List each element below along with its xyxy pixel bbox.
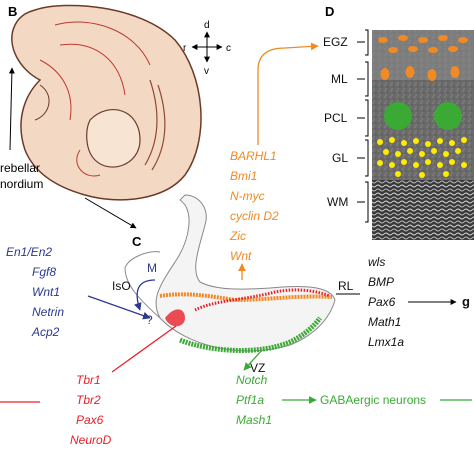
embryo-illustration [11,4,202,201]
orange-gene-cyclind2: cyclin D2 [230,209,279,223]
label-question: ? [146,313,153,327]
label-rl: RL [338,279,354,293]
rl-gene-pax6: Pax6 [368,295,396,309]
histology-section [372,30,474,240]
green-gene-mash1: Mash1 [236,413,272,427]
blue-gene-acp2: Acp2 [31,325,60,339]
ventral-label: v [204,66,209,77]
layer-brackets [357,29,369,223]
blue-gene-fgf8: Fgf8 [32,265,56,279]
rl-gene-wls: wls [368,255,385,269]
blue-gene-en1en2: En1/En2 [6,245,52,259]
caudal-label: c [226,43,231,54]
label-iso: IsO [112,279,131,293]
layer-pcl: PCL [324,111,348,125]
layer-egz: EGZ [323,35,348,49]
orange-gene-bmi1: Bmi1 [230,169,257,183]
layer-ml: ML [331,72,348,86]
green-gene-notch: Notch [236,373,268,387]
blue-gene-arrow [87,295,151,320]
red-gene-tbr1: Tbr1 [76,373,101,387]
rl-gene-math1: Math1 [368,315,401,329]
green-gene-ptf1a: Ptf1a [236,393,264,407]
rostral-label: r [183,43,187,54]
orange-gene-nmyc: N-myc [230,189,265,203]
red-gene-arrow [111,325,177,373]
green-gene-arrow [243,349,263,371]
rl-gene-lmx1a: Lmx1a [368,335,404,349]
panel-c-label: C [132,234,142,249]
panel-d-label: D [325,4,334,19]
red-gene-neurod: NeuroD [70,433,112,447]
rl-gene-bmp: BMP [368,275,394,289]
label-vz: VZ [250,361,265,375]
gaba-label: GABAergic neurons [320,393,426,407]
rl-target-label: g [462,294,470,309]
dorsal-label: d [204,20,210,31]
red-gene-tbr2: Tbr2 [76,393,101,407]
blue-gene-netrin: Netrin [32,305,64,319]
orange-gene-barhl1: BARHL1 [230,149,277,163]
cerebellar-schematic [124,194,336,353]
orientation-cross [191,31,223,63]
orange-gene-wnt: Wnt [230,249,252,263]
red-gene-pax6: Pax6 [76,413,104,427]
embryo-to-diagram-arrow [84,197,137,229]
orange-to-egz-arrow [257,42,319,145]
label-m: M [147,261,157,275]
embryo-label-line2: nordium [0,177,43,191]
primordium-pointer-arrow [8,67,15,151]
blue-gene-wnt1: Wnt1 [32,285,60,299]
panel-b-label: B [8,4,17,19]
layer-wm: WM [327,195,348,209]
embryo-label-line1: rebellar [0,161,40,175]
layer-gl: GL [332,151,348,165]
orange-gene-zic: Zic [229,229,246,243]
